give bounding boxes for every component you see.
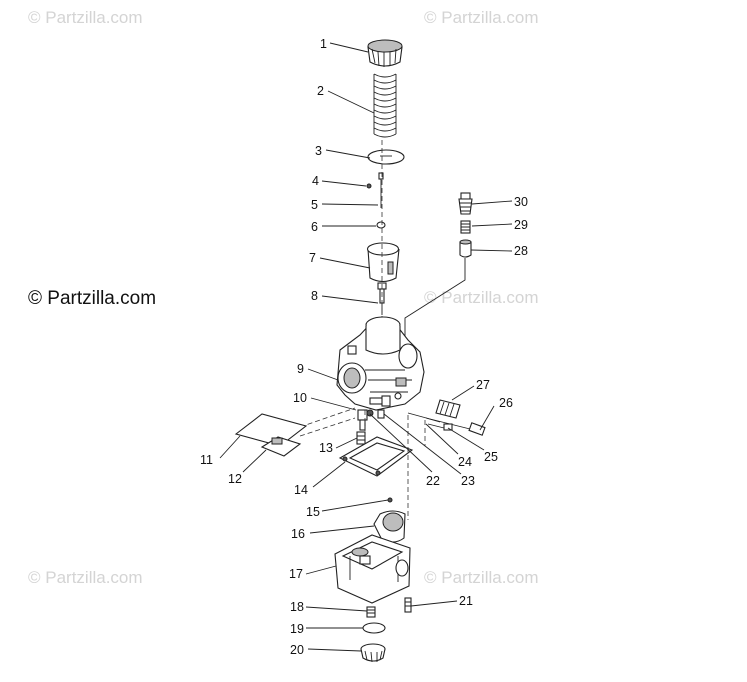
part-throttle-stop xyxy=(425,417,453,431)
part-float-gasket-plate xyxy=(234,413,308,457)
part-drain-screw xyxy=(366,606,376,618)
watermark: © Partzilla.com xyxy=(424,568,539,587)
callout-7: 7 xyxy=(309,251,316,265)
part-main-jet xyxy=(357,409,368,431)
part-washer xyxy=(376,221,386,229)
part-clip xyxy=(366,183,372,189)
part-needle xyxy=(378,172,384,208)
callout-12: 12 xyxy=(228,472,242,486)
callout-9: 9 xyxy=(297,362,304,376)
callout-14: 14 xyxy=(294,483,308,497)
leader-lines xyxy=(219,42,513,652)
part-carburetor-body xyxy=(336,316,425,411)
callout-5: 5 xyxy=(311,198,318,212)
part-idle-spring xyxy=(435,399,461,419)
leader-air-screw-path xyxy=(404,258,466,342)
callout-20: 20 xyxy=(290,643,304,657)
part-air-screw-spring xyxy=(460,220,471,234)
callout-18: 18 xyxy=(290,600,304,614)
callout-10: 10 xyxy=(293,391,307,405)
callout-24: 24 xyxy=(458,455,472,469)
callout-1: 1 xyxy=(320,37,327,51)
callout-13: 13 xyxy=(319,441,333,455)
callout-17: 17 xyxy=(289,567,303,581)
callout-16: 16 xyxy=(291,527,305,541)
part-float xyxy=(373,510,406,543)
callout-21: 21 xyxy=(459,594,473,608)
callout-15: 15 xyxy=(306,505,320,519)
callout-28: 28 xyxy=(514,244,528,258)
part-drain-plug xyxy=(360,643,386,663)
watermark: © Partzilla.com xyxy=(424,288,539,307)
callout-2: 2 xyxy=(317,84,324,98)
callout-26: 26 xyxy=(499,396,513,410)
callout-11: 11 xyxy=(200,453,213,467)
part-bowl-gasket xyxy=(338,436,414,477)
part-plate xyxy=(367,149,405,165)
callout-30: 30 xyxy=(514,195,528,209)
part-float-pin xyxy=(387,497,393,503)
callout-8: 8 xyxy=(311,289,318,303)
callout-3: 3 xyxy=(315,144,322,158)
watermark: © Partzilla.com xyxy=(424,8,539,27)
callout-25: 25 xyxy=(484,450,498,464)
part-starter-jet xyxy=(377,409,385,419)
callout-19: 19 xyxy=(290,622,304,636)
part-throttle-valve xyxy=(366,242,400,283)
part-cap xyxy=(367,39,403,67)
part-jet-washer xyxy=(366,409,374,417)
watermark: © Partzilla.com xyxy=(28,8,143,27)
callout-22: 22 xyxy=(426,474,440,488)
callout-6: 6 xyxy=(311,220,318,234)
part-bowl-screw xyxy=(404,597,412,613)
part-pilot-jet xyxy=(356,431,366,445)
watermark: © Partzilla.com xyxy=(28,568,143,587)
callout-27: 27 xyxy=(476,378,490,392)
callout-23: 23 xyxy=(461,474,475,488)
dash-line xyxy=(299,407,356,428)
dash-line xyxy=(299,417,356,437)
callout-4: 4 xyxy=(312,174,319,188)
callout-29: 29 xyxy=(514,218,528,232)
part-float-bowl xyxy=(334,534,411,604)
part-air-screw xyxy=(458,192,473,215)
part-spring xyxy=(373,73,397,138)
part-air-screw-cap xyxy=(459,239,472,258)
callout-labels: 1 2 3 4 5 6 7 8 9 10 11 12 13 14 15 16 1… xyxy=(200,37,528,657)
part-o-ring xyxy=(362,622,386,634)
watermark: © Partzilla.com xyxy=(28,288,157,309)
